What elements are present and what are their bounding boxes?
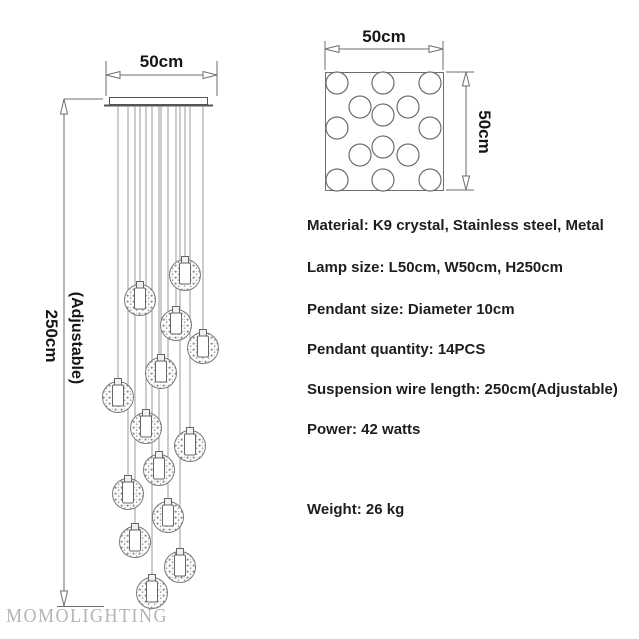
top-height-dimension bbox=[446, 71, 474, 191]
arrow-up-icon bbox=[461, 71, 471, 87]
pendant-ball bbox=[119, 523, 151, 558]
pendant-ball bbox=[174, 427, 206, 462]
pendant-ball bbox=[143, 451, 175, 486]
pendant-ball bbox=[102, 378, 134, 413]
pendant-ball bbox=[130, 409, 162, 444]
ceiling-plate bbox=[104, 97, 213, 107]
spec-pendant-size: Pendant size: Diameter 10cm bbox=[307, 301, 515, 318]
arrow-left-icon bbox=[105, 70, 121, 80]
pendant-ball bbox=[112, 475, 144, 510]
spec-material: Material: K9 crystal, Stainless steel, M… bbox=[307, 217, 604, 234]
front-width-label: 50cm bbox=[139, 52, 184, 71]
pendant-ball bbox=[145, 354, 177, 389]
arrow-right-icon bbox=[428, 44, 444, 54]
arrow-down-icon bbox=[59, 590, 69, 607]
arrow-up-icon bbox=[59, 98, 69, 115]
arrow-left-icon bbox=[324, 44, 340, 54]
spec-wire-length: Suspension wire length: 250cm(Adjustable… bbox=[307, 381, 618, 398]
top-width-dimension bbox=[324, 41, 444, 70]
pendant-ball bbox=[160, 306, 192, 341]
front-height-label: 250cm bbox=[42, 309, 61, 363]
pendant-balls bbox=[102, 256, 219, 609]
pendant-ball bbox=[124, 281, 156, 316]
front-height-adjustable-label: (Adjustable) bbox=[68, 291, 85, 385]
brand-watermark: MOMOLIGHTING bbox=[6, 604, 168, 627]
top-view-pendant-circles bbox=[325, 71, 442, 192]
pendant-ball bbox=[169, 256, 201, 291]
spec-pendant-quantity: Pendant quantity: 14PCS bbox=[307, 341, 486, 358]
top-view-diagram bbox=[324, 41, 474, 192]
spec-weight: Weight: 26 kg bbox=[307, 501, 405, 518]
pendant-ball bbox=[152, 498, 184, 533]
arrow-right-icon bbox=[202, 70, 218, 80]
pendant-ball bbox=[136, 574, 168, 609]
spec-lamp-size: Lamp size: L50cm, W50cm, H250cm bbox=[307, 259, 563, 276]
front-height-dimension bbox=[57, 98, 104, 607]
front-view-diagram bbox=[57, 61, 219, 609]
top-view-width-label: 50cm bbox=[362, 27, 406, 46]
pendant-ball bbox=[164, 548, 196, 583]
spec-power: Power: 42 watts bbox=[307, 421, 421, 438]
front-width-dimension bbox=[105, 61, 218, 96]
top-view-height-label: 50cm bbox=[475, 110, 494, 154]
arrow-down-icon bbox=[461, 175, 471, 191]
pendant-ball bbox=[187, 329, 219, 364]
